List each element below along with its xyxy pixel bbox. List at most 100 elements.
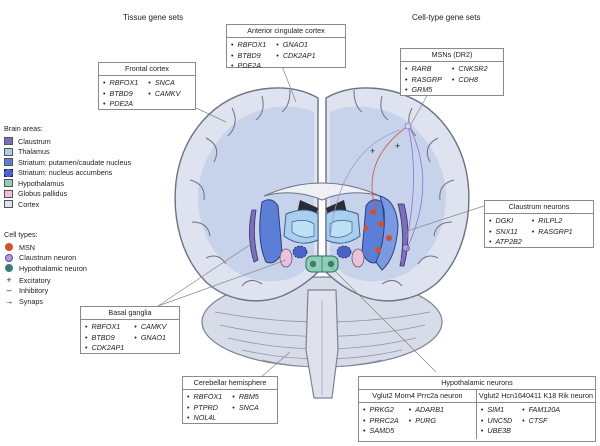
color-swatch (4, 137, 13, 145)
gene-label: RBFOX1 (231, 40, 267, 51)
hypothalamus (305, 255, 339, 273)
cell-types-legend: Cell types: MSN Claustrum neuron Hypotha… (4, 230, 87, 307)
gene-label: UBE3B (481, 426, 512, 437)
legend-label: Synaps (19, 296, 43, 306)
gene-label: RBFOX1 (103, 78, 139, 89)
vglut2-morn4-prrc2a-column: Vglut2 Morn4 Prrc2a neuron PRKG2 PRRC2A … (359, 390, 476, 439)
box-title: Anterior cingulate cortex (227, 25, 345, 38)
subtitle: Vglut2 Hcn1640411 K18 Rik neuron (476, 390, 595, 403)
gene-label: SNX11 (489, 227, 522, 238)
subtitle: Vglut2 Morn4 Prrc2a neuron (359, 390, 476, 403)
gene-label: ADARB1 (409, 405, 444, 416)
box-title: Frontal cortex (99, 63, 195, 76)
legend-label: Thalamus (18, 147, 50, 156)
box-title: Hypothalamic neurons (359, 377, 595, 390)
legend-item-cortex: Cortex (4, 199, 131, 209)
hypothalamic-neurons-box: Hypothalamic neurons Vglut2 Morn4 Prrc2a… (358, 376, 596, 442)
gene-label: RBM5 (232, 392, 259, 403)
gene-label: BTBD9 (231, 51, 266, 62)
gene-label: CAMKV (148, 89, 181, 100)
frontal-cortex-box: Frontal cortex RBFOX1 BTBD9 PDE2A SNCA C… (98, 62, 196, 110)
legend-label: MSN (19, 242, 35, 252)
gene-label: BTBD9 (85, 333, 124, 344)
box-title: Basal ganglia (81, 307, 179, 320)
nucleus-accumbens-right (336, 245, 352, 259)
basal-ganglia-box: Basal ganglia RBFOX1 BTBD9 CDK2AP1 CAMKV… (80, 306, 180, 354)
corpus-callosum (263, 182, 381, 201)
box-title: Claustrum neurons (485, 201, 593, 214)
gene-label: CDK2AP1 (276, 51, 316, 62)
gene-label: SAMD5 (363, 426, 399, 437)
nucleus-accumbens-left (292, 245, 308, 259)
gene-label: SIM1 (481, 405, 512, 416)
legend-item-claustrum-neuron: Claustrum neuron (4, 253, 87, 263)
color-swatch (4, 189, 13, 198)
gene-label: RBFOX1 (85, 322, 124, 333)
gene-label: PRRC2A (363, 416, 399, 427)
gene-label: RILPL2 (532, 216, 573, 227)
legend-label: Claustrum (18, 136, 51, 146)
anterior-cingulate-cortex-box: Anterior cingulate cortex RBFOX1 BTBD9 P… (226, 24, 346, 70)
box-title: Cerebellar hemisphere (183, 377, 277, 390)
plus-icon: + (6, 274, 12, 285)
gene-label: RARB (405, 64, 442, 75)
minus-icon: – (6, 285, 12, 295)
claustrum-left (249, 209, 259, 263)
gene-label: CDK2AP1 (85, 343, 125, 354)
gene-label: GNAO1 (134, 333, 166, 344)
legend-item-striatum-putamen: Striatum: putamen/caudate nucleus (4, 157, 131, 167)
gene-label: ATP2B2 (489, 237, 522, 248)
gene-label: DGKI (489, 216, 522, 227)
gene-label: NOL4L (187, 413, 222, 424)
legend-item-claustrum: Claustrum (4, 136, 131, 146)
gene-label: RASGRP (405, 75, 442, 86)
hypothalamic-neuron-icon (4, 263, 14, 273)
gene-label: CDH8 (452, 75, 488, 86)
gene-label: RASGRP1 (532, 227, 572, 238)
legend-label: Claustrum neuron (19, 253, 77, 262)
gene-label: FAM120A (522, 405, 560, 416)
legend-item-inhibitory: – Inhibitory (4, 286, 87, 296)
excitatory-mark: + (395, 141, 400, 151)
legend-label: Excitatory (19, 275, 51, 285)
gene-label: PDE2A (103, 99, 138, 110)
color-swatch (4, 147, 13, 156)
gene-label: CTSF (522, 416, 560, 427)
gene-label: CAMKV (134, 322, 167, 333)
gene-label: UNC5D (481, 416, 512, 427)
legend-item-hypothalamus: Hypothalamus (4, 178, 131, 188)
cortex (174, 87, 470, 302)
msn-cells (363, 209, 392, 253)
projection-lines (329, 122, 424, 263)
gene-label: GRM5 (405, 85, 442, 96)
tissue-gene-sets-header: Tissue gene sets (123, 13, 184, 22)
cell-type-gene-sets-header: Cell-type gene sets (412, 13, 481, 22)
legend-label: Globus pallidus (18, 189, 68, 198)
legend-label: Striatum: putamen/caudate nucleus (18, 157, 132, 167)
color-swatch (4, 158, 13, 166)
cerebellar-hemisphere-box: Cerebellar hemisphere RBFOX1 PTPRD NOL4L… (182, 376, 278, 424)
legend-title: Cell types: (4, 230, 38, 239)
legend-label: Hypothalamic neuron (19, 263, 87, 273)
thalamus (283, 209, 361, 244)
box-title: MSNs (DR2) (401, 49, 503, 62)
legend-item-nucleus-accumbens: Striatum: nucleus accumbens (4, 168, 131, 178)
gene-label: PDE2A (231, 61, 266, 72)
gene-label: BTBD9 (103, 89, 138, 100)
legend-item-globus-pallidus: Globus pallidus (4, 189, 131, 199)
gene-label: CNKSR2 (452, 64, 487, 75)
gene-label: GNAO1 (276, 40, 315, 51)
gene-label: PTPRD (187, 403, 222, 414)
color-swatch (4, 179, 13, 187)
gene-label: SNCA (232, 403, 259, 414)
claustrum-neurons-box: Claustrum neurons DGKI SNX11 ATP2B2 RILP… (484, 200, 594, 248)
excitatory-mark: + (370, 146, 375, 156)
globus-pallidus-left (279, 248, 293, 268)
globus-pallidus-right (351, 248, 365, 268)
color-swatch (4, 200, 13, 208)
leader-lines (157, 65, 485, 379)
msn-cell-icon (4, 242, 14, 252)
gene-label: RBFOX1 (187, 392, 223, 403)
